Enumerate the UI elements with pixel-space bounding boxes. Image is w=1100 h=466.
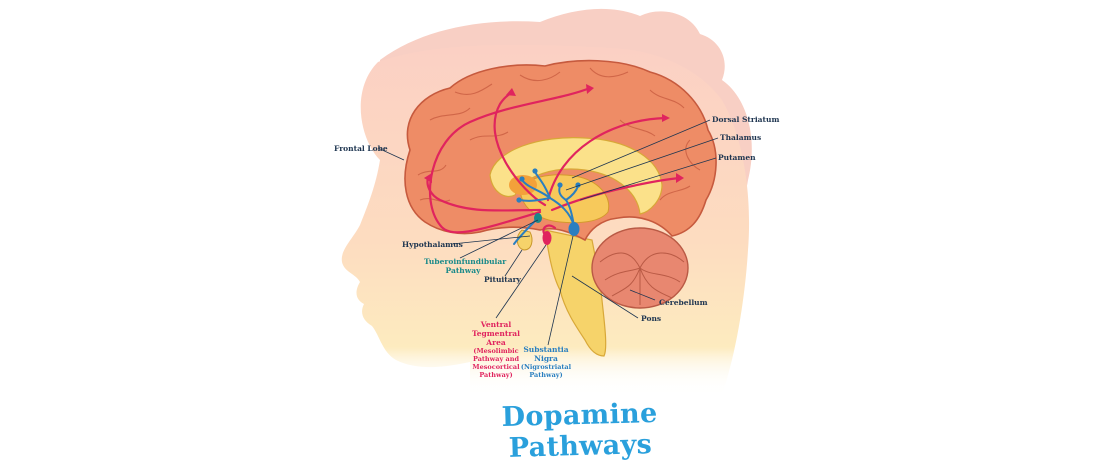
substantia-nigra-node (568, 222, 580, 236)
label-sn-sub2: Pathway) (529, 371, 563, 379)
label-substantia-nigra: Substantia Nigra (Nigrostriatal Pathway) (514, 345, 578, 379)
label-vta-sub4: Pathway) (479, 371, 513, 379)
vta-node (542, 231, 552, 245)
label-vta-line1: Ventral (480, 320, 512, 329)
label-sn-line1: Substantia (523, 345, 569, 354)
diagram-canvas: Frontal Lobe Dorsal Striatum Thalamus Pu… (330, 8, 780, 464)
label-vta-line2: Tegmentral (471, 329, 521, 338)
label-sn-sub1: (Nigrostriatal (520, 363, 572, 371)
diagram-title: Dopamine Pathways (501, 397, 658, 464)
label-tuberoinfundibular: Tuberoinfundibular Pathway (424, 257, 507, 275)
label-pituitary: Pituitary (484, 275, 521, 284)
cerebellum-shape (591, 227, 689, 309)
label-hypothalamus: Hypothalamus (402, 240, 463, 249)
fade-overlay (330, 350, 760, 405)
label-vta: Ventral Tegmentral Area (Mesolimbic Path… (464, 320, 528, 379)
label-vta-sub2: Pathway and (473, 355, 519, 363)
brain-illustration (330, 8, 760, 405)
label-tuberoinfundibular-line1: Tuberoinfundibular (424, 257, 507, 266)
label-dorsal-striatum: Dorsal Striatum (712, 115, 780, 124)
gyri-lines (417, 67, 701, 202)
label-vta-sub3: Mesocortical (472, 363, 520, 371)
pink-arrowheads (424, 84, 684, 183)
label-thalamus: Thalamus (720, 133, 762, 142)
label-frontal-lobe: Frontal Lobe (334, 144, 388, 153)
leader-lines (377, 119, 719, 346)
label-tuberoinfundibular-line2: Pathway (445, 266, 481, 275)
label-putamen: Putamen (718, 153, 756, 162)
label-cerebellum: Cerebellum (659, 298, 708, 307)
label-vta-sub1: (Mesolimbic (473, 347, 519, 355)
tuberoinfundibular-node (534, 213, 542, 223)
label-vta-line3: Area (486, 338, 506, 347)
label-pons: Pons (641, 314, 662, 323)
blue-terminals (516, 168, 581, 203)
label-sn-line2: Nigra (534, 354, 558, 363)
